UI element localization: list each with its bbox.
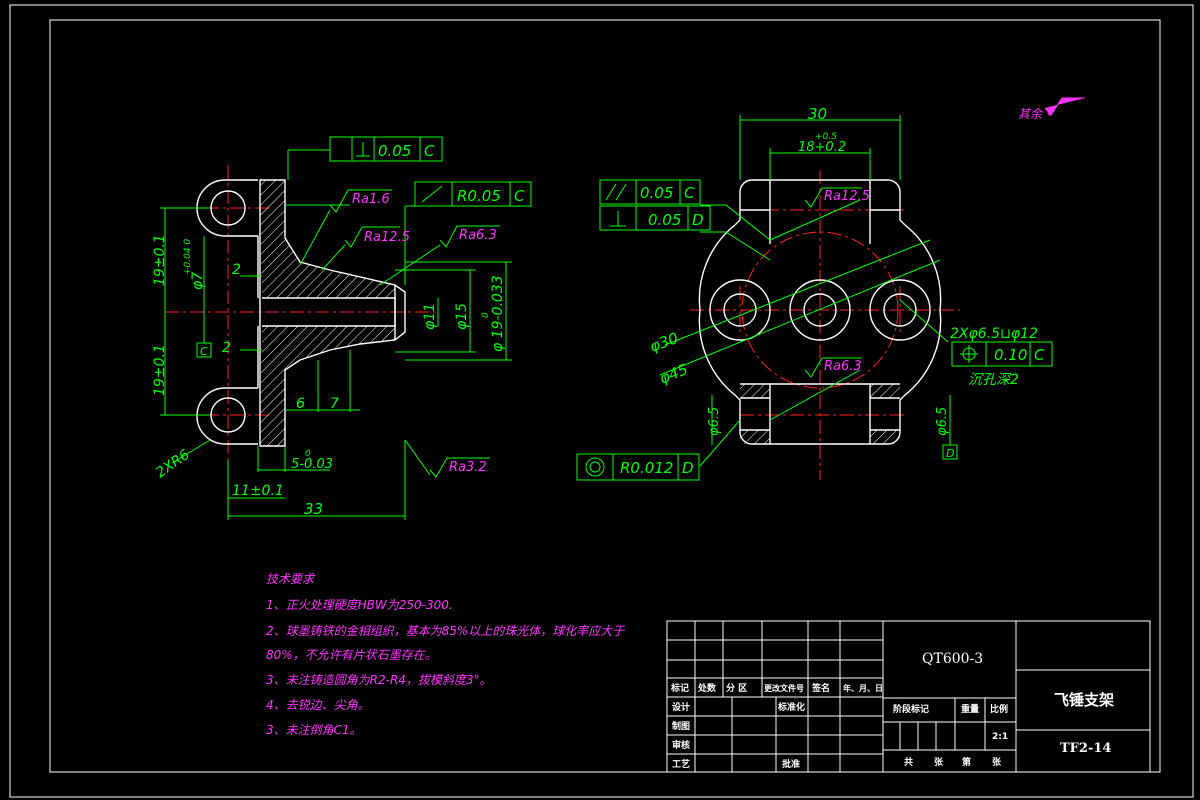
left-dim-phi15: φ15	[454, 303, 470, 330]
left-dim-phi19-tol: 0	[481, 312, 491, 318]
right-dim-65-right: φ6.5	[935, 407, 950, 436]
right-conc-value: R0.012	[620, 459, 673, 477]
left-ra-3: Ra6.3	[459, 228, 497, 243]
tb-sheet-3: 张	[992, 756, 1002, 768]
tech-notes-title: 技术要求	[266, 572, 316, 586]
left-dim-11: 11±0.1	[232, 483, 284, 499]
left-ra-1: Ra1.6	[352, 192, 390, 207]
inner-frame	[49, 19, 1161, 773]
left-dim-19-bot: 19±0.1	[152, 344, 168, 396]
right-pos-value: 0.10	[994, 346, 1027, 364]
tb-scale: 2:1	[992, 732, 1008, 742]
outer-frame	[9, 4, 1194, 798]
left-dim-2-top: 2	[232, 262, 241, 278]
tb-header-1: 处数	[697, 682, 717, 694]
right-perp-datum: D	[692, 211, 704, 229]
left-datum-c: C	[200, 345, 208, 358]
right-conc-datum: D	[682, 459, 694, 477]
right-hole-note: 2Xφ6.5⊔φ12	[950, 326, 1038, 342]
left-dim-2xr6: 2XR6	[153, 447, 193, 481]
right-dim-18-tol: +0.5	[815, 132, 837, 142]
right-dim-phi30: φ30	[647, 329, 680, 356]
right-datum-d: D	[946, 447, 954, 460]
tb-header-4: 签名	[811, 682, 830, 694]
tb-row-draw: 制图	[672, 720, 690, 732]
tb-part-name: 飞锤支架	[1054, 691, 1114, 709]
tech-note-6: 3、未注倒角C1。	[266, 723, 362, 737]
right-dim-30: 30	[808, 105, 827, 123]
left-dim-6: 6	[296, 396, 305, 412]
tb-sheet-2: 第	[962, 756, 971, 768]
left-dim-7: 7	[330, 396, 339, 412]
left-dim-phi11: φ11	[422, 303, 438, 330]
tech-note-4: 3、未注铸造圆角为R2-R4，拔模斜度3°。	[266, 673, 492, 687]
left-dim-phi7-tol: +0.04 0	[183, 239, 193, 275]
left-dim-19-top: 19±0.1	[152, 234, 168, 286]
tb-header-2: 分 区	[726, 682, 747, 694]
tb-approve-label: 批准	[782, 758, 800, 770]
tb-std-label: 标准化	[777, 701, 805, 713]
left-view-labels: 0.05 C R0.05 C Ra1.6 Ra12.5 Ra6.3 Ra3.2 …	[152, 142, 525, 518]
left-tol2-datum: C	[514, 187, 525, 205]
left-dim-phi19: φ 19-0.033	[490, 275, 506, 352]
right-parallel-value: 0.05	[640, 184, 673, 202]
title-block: 标记 处数 分 区 更改文件号 签名 年、月、日 设计 制图 审核 工艺 标准化…	[666, 620, 1151, 773]
tb-sheet-1: 张	[934, 756, 944, 768]
tech-note-3: 80%，不允许有片状石墨存在。	[266, 648, 437, 662]
right-ra-1: Ra12.5	[824, 189, 870, 204]
left-dim-5: 5-0.03	[291, 457, 333, 472]
right-perp-value: 0.05	[648, 211, 681, 229]
right-view-labels: 30 18+0.2 +0.5 0.05 C 0.05 D Ra12.5 Ra6.…	[620, 105, 1045, 477]
left-dim-2-bot: 2	[222, 340, 231, 356]
tb-weight-label: 重量	[961, 703, 979, 715]
left-tol1-value: 0.05	[378, 142, 411, 160]
left-dim-phi7: φ7	[190, 272, 206, 290]
tb-material: QT600-3	[922, 651, 983, 667]
tb-stage-label: 阶段标记	[893, 703, 929, 715]
tb-header-5: 年、月、日	[843, 683, 883, 693]
right-hole-depth: 沉孔深2	[968, 372, 1019, 388]
left-tol1-datum: C	[424, 142, 435, 160]
tech-note-1: 1、正火处理硬度HBW为250-300.	[266, 598, 453, 612]
right-front-view	[576, 97, 1085, 481]
tb-sheet-0: 共	[904, 756, 913, 768]
left-ra-2: Ra12.5	[364, 230, 410, 245]
tb-scale-label: 比例	[990, 703, 1008, 715]
tech-note-2: 2、球墨铸铁的金相组织，基本为85%以上的珠光体，球化率应大于	[266, 624, 625, 638]
left-section-view	[160, 136, 532, 520]
right-pos-datum: C	[1034, 346, 1045, 364]
tb-row-review: 审核	[672, 739, 690, 751]
left-ra-4: Ra3.2	[449, 460, 487, 475]
right-ra-2: Ra6.3	[824, 359, 862, 374]
tb-row-design: 设计	[672, 701, 690, 713]
left-dim-5-tol: 0	[305, 449, 311, 459]
other-surfaces-label: 其余	[1018, 107, 1044, 121]
tb-header-3: 更改文件号	[764, 683, 804, 693]
right-parallel-datum: C	[684, 184, 695, 202]
tb-header-0: 标记	[670, 682, 689, 694]
tb-row-process: 工艺	[672, 758, 690, 770]
technical-requirements: 技术要求 1、正火处理硬度HBW为250-300. 2、球墨铸铁的金相组织，基本…	[266, 572, 625, 737]
right-dim-65-left: φ6.5	[707, 407, 722, 436]
left-tol2-value: R0.05	[457, 187, 501, 205]
left-dim-33: 33	[304, 500, 323, 518]
tech-note-5: 4、去锐边、尖角。	[266, 698, 370, 712]
right-dim-18: 18+0.2	[798, 140, 846, 155]
tb-drawing-no: TF2-14	[1060, 741, 1111, 756]
